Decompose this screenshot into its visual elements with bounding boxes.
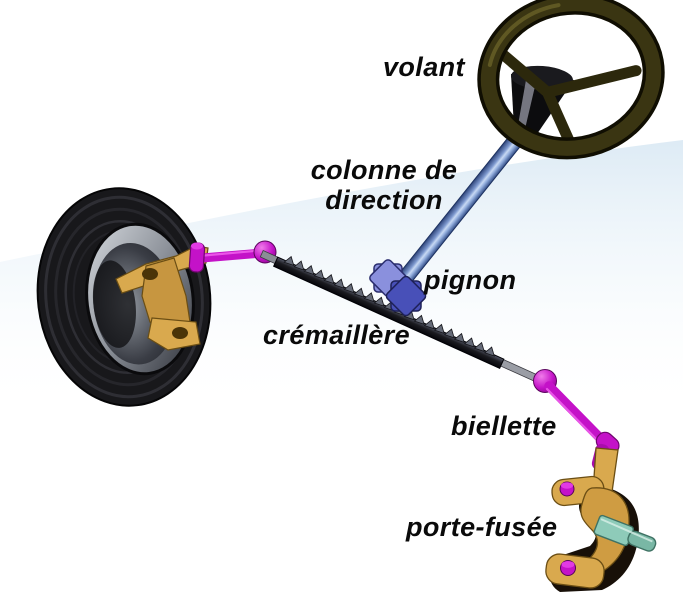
right-tie-rod bbox=[533, 369, 620, 456]
label-colonne-line2: direction bbox=[325, 185, 443, 215]
label-pignon: pignon bbox=[424, 265, 517, 295]
stub-axle bbox=[593, 514, 657, 552]
label-cremaillere: crémaillère bbox=[263, 320, 411, 350]
steering-knuckle-assembly bbox=[545, 443, 657, 592]
label-colonne-line1: colonne de bbox=[310, 155, 458, 185]
label-biellette: biellette bbox=[451, 411, 557, 441]
label-colonne-de-direction: colonne de direction bbox=[298, 155, 470, 215]
label-porte-fusee: porte-fusée bbox=[406, 512, 558, 542]
left-tie-rod bbox=[188, 240, 277, 273]
steering-wheel bbox=[477, 0, 665, 160]
pinion-gear bbox=[369, 259, 427, 317]
label-volant: volant bbox=[383, 52, 465, 82]
rack-gear bbox=[259, 250, 543, 384]
